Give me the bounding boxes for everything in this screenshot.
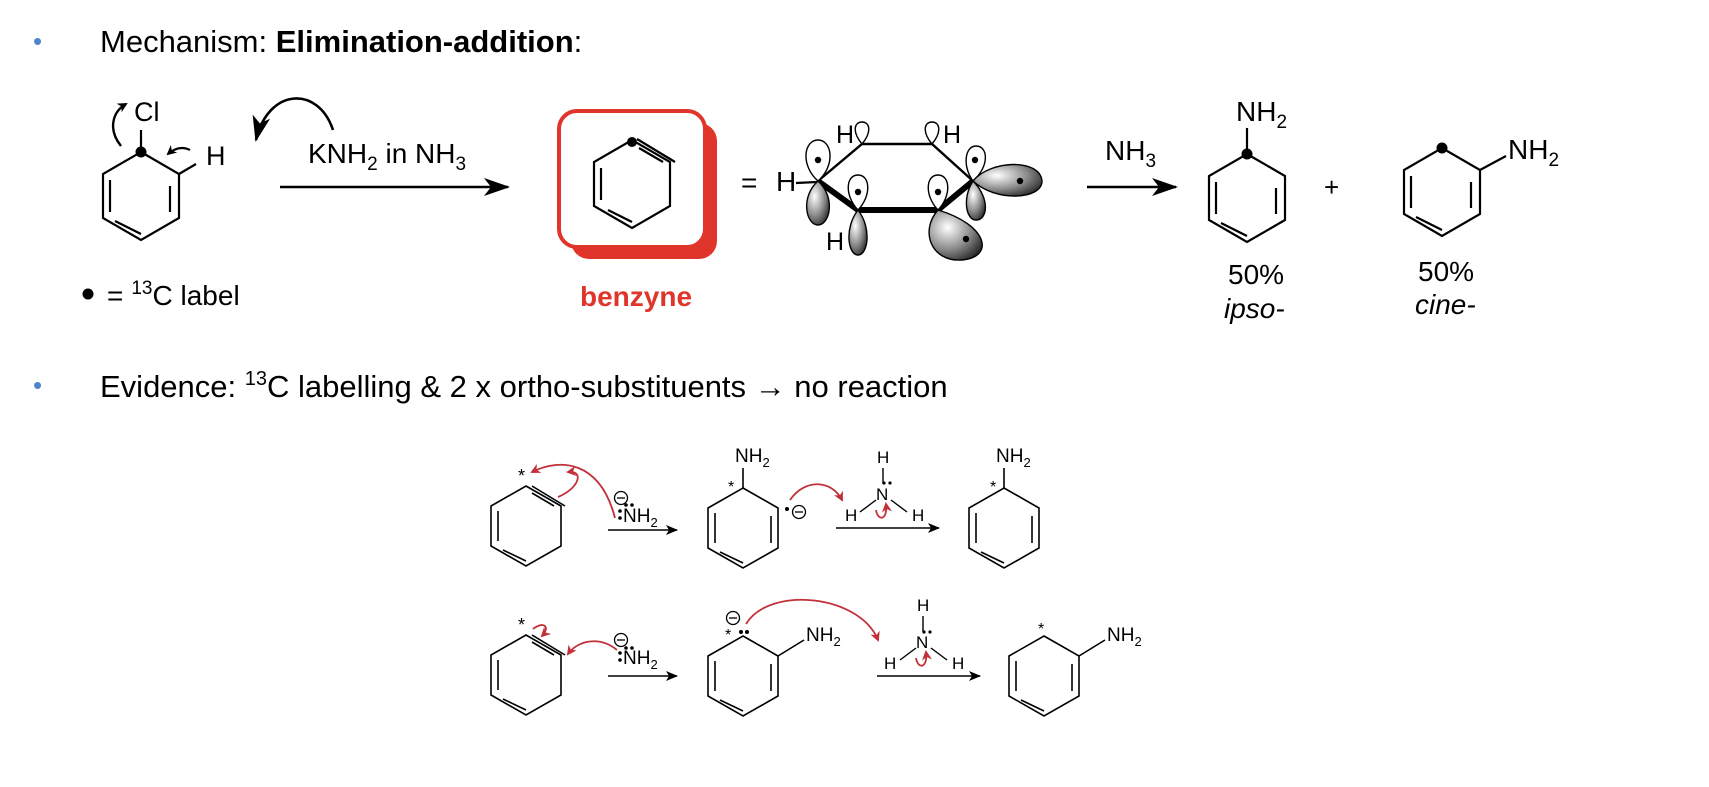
c-h-bond [178,163,197,175]
svg-text:NH2: NH2 [623,506,658,530]
svg-text:H: H [826,228,844,256]
mechanism-line: Mechanism: Elimination-addition: [100,24,582,60]
svg-text:NH2: NH2 [1107,625,1142,649]
plus-sign: + [1324,172,1339,202]
reagent-arrow: KNH2 in NH3 [280,138,510,196]
bullet-dot-2: • [33,370,43,400]
svg-text:NH2: NH2 [1508,134,1559,171]
svg-text:*: * [990,479,996,496]
evidence-rest: C labelling & 2 x ortho-substituents → n… [267,369,948,404]
reagent-text: KNH2 in NH3 [308,138,466,175]
svg-text:H: H [845,506,857,525]
svg-text:H: H [884,654,896,673]
svg-text:*: * [518,615,525,635]
svg-text:*: * [725,627,731,644]
cine-percent: 50% [1418,256,1474,287]
nh3-arrow: NH3 [1087,135,1178,196]
curly-arrow-base [252,97,335,142]
svg-text:*: * [728,479,734,496]
svg-text:NH2: NH2 [735,446,770,470]
c13-note: =13C label [82,278,240,311]
evidence-prefix: Evidence: [100,369,245,404]
mechanism-bold: Elimination-addition [275,24,574,59]
evidence-row-1: * NH2 NH2 * H N H H NH2 * [490,446,1040,569]
ipso-percent: 50% [1228,259,1284,290]
svg-text:NH3: NH3 [1105,135,1156,172]
mechanism-suffix: : [573,24,583,59]
svg-text:=13C label: =13C label [107,278,240,311]
svg-text:N: N [916,633,928,652]
evidence-row-2: * NH2 NH2 * H N H H NH2 * [490,596,1142,717]
cine-name: cine- [1415,289,1476,320]
aniline-cine: NH2 50% cine- [1402,134,1559,320]
bullet-dot-1: • [33,26,43,56]
chlorobenzene: Cl H [101,97,226,242]
svg-text:NH2: NH2 [1236,96,1287,133]
curly-arrow-h [166,144,191,156]
benzyne-orbital-picture: H H H H [776,121,1043,261]
aniline-ipso: NH2 50% ipso- [1207,96,1287,324]
svg-text:H: H [776,166,796,197]
svg-text:H: H [877,448,889,467]
curly-arrow-cl [111,102,128,147]
svg-text:NH2: NH2 [623,648,658,672]
evidence-line: Evidence: 13C labelling & 2 x ortho-subs… [100,368,948,405]
cl-label: Cl [134,97,160,127]
benzyne-box: benzyne [557,109,717,312]
h-label: H [206,141,226,171]
svg-text:H: H [836,121,854,149]
svg-text:H: H [943,121,961,149]
svg-text:H: H [952,654,964,673]
svg-text:*: * [1038,621,1044,638]
evidence-sup: 13 [244,368,268,390]
svg-text:NH2: NH2 [996,446,1031,470]
svg-text:*: * [518,466,525,486]
ipso-name: ipso- [1224,293,1285,324]
mechanism-prefix: Mechanism: [100,24,276,59]
orbital-equals: = [741,167,757,198]
svg-text:N: N [876,485,888,504]
svg-text:H: H [917,596,929,615]
svg-text:NH2: NH2 [806,625,841,649]
svg-text:H: H [912,506,924,525]
benzyne-label: benzyne [580,281,692,312]
